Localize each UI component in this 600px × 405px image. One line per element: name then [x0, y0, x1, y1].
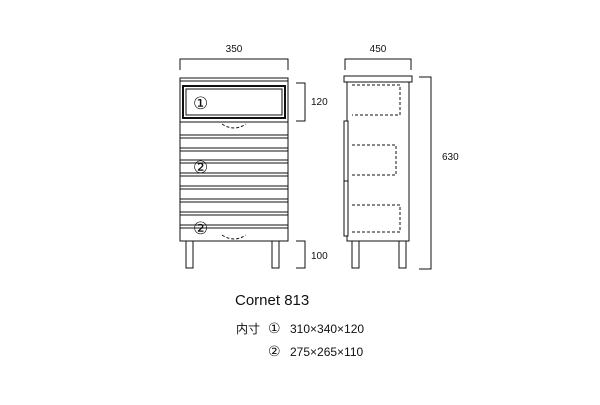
top-drawer-handle: [221, 123, 247, 129]
bottom-drawer-number: ②: [193, 219, 208, 238]
top-drawer-window: [182, 85, 286, 119]
side-drawer-front-lower: [343, 180, 349, 237]
front-width-dimension-line: [179, 58, 289, 70]
front-left-leg: [185, 240, 194, 269]
leg-height-label: 100: [311, 251, 328, 262]
drawer-slats: [180, 121, 288, 229]
top-drawer-window-inner: [185, 88, 283, 116]
top-drawer-height-dimension-line: [296, 82, 306, 122]
side-drawer-front-upper: [343, 120, 349, 182]
side-bottom-drawer-hidden: [352, 204, 401, 233]
spec-row-2: ② 275×265×110: [236, 343, 363, 360]
total-height-dimension-line: [419, 76, 432, 270]
leg-height-dimension-line: [296, 240, 306, 269]
front-width-label: 350: [226, 44, 243, 55]
side-middle-drawer-hidden: [352, 144, 397, 176]
front-view: 350: [179, 44, 328, 269]
side-depth-dimension-line: [344, 58, 412, 70]
spec-row-2-dimensions: 275×265×110: [290, 345, 364, 359]
total-height-label: 630: [442, 152, 459, 163]
side-depth-label: 450: [370, 44, 387, 55]
top-drawer-height-label: 120: [311, 97, 328, 108]
side-left-leg: [351, 240, 360, 269]
top-drawer-number: ①: [193, 94, 208, 113]
spec-row-1: 内寸 ① 310×340×120: [236, 320, 364, 337]
model-name: Cornet 813: [235, 292, 310, 309]
side-top-board: [343, 75, 413, 83]
side-top-drawer-hidden: [352, 84, 401, 116]
side-cabinet-body: [346, 81, 410, 242]
front-right-leg: [271, 240, 280, 269]
bottom-drawer-handle: [221, 234, 247, 240]
spec-row-1-dimensions: 310×340×120: [290, 322, 365, 336]
spec-row-1-number: ①: [268, 320, 281, 336]
side-view: 450 630: [343, 44, 459, 270]
middle-drawer-number: ②: [193, 158, 208, 177]
spec-row-2-number: ②: [268, 343, 281, 359]
inner-size-label: 内寸: [236, 322, 261, 336]
side-right-leg: [398, 240, 407, 269]
